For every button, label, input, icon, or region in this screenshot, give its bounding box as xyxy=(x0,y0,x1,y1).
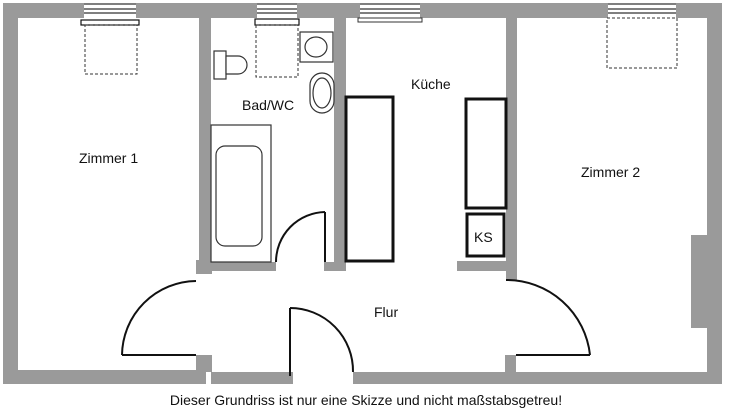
room-label-zimmer2: Zimmer 2 xyxy=(581,164,641,180)
room-label-flur: Flur xyxy=(374,304,399,320)
window-zimmer2 xyxy=(606,3,678,69)
outer-walls xyxy=(3,3,722,384)
fridge-ks xyxy=(465,212,506,258)
room-label-zimmer1: Zimmer 1 xyxy=(79,150,139,166)
room-label-kueche: Küche xyxy=(411,76,451,92)
bidet-icon xyxy=(309,72,335,114)
door-zimmer1 xyxy=(121,280,197,356)
toilet-icon xyxy=(213,50,248,80)
fridge-label: KS xyxy=(474,229,493,245)
washbasin-icon xyxy=(299,31,334,63)
window-bad xyxy=(254,3,300,78)
interior-walls xyxy=(196,18,517,372)
disclaimer-caption: Dieser Grundriss ist nur eine Skizze und… xyxy=(169,392,563,408)
room-label-bad: Bad/WC xyxy=(242,97,295,113)
kitchen-counter-right xyxy=(464,97,508,210)
window-kueche xyxy=(357,3,423,23)
door-bad xyxy=(275,211,326,263)
window-zimmer1 xyxy=(80,3,140,75)
door-zimmer2 xyxy=(505,278,591,356)
door-entrance xyxy=(289,307,355,376)
kitchen-counter-left xyxy=(344,95,395,263)
bathtub-icon xyxy=(210,124,272,263)
